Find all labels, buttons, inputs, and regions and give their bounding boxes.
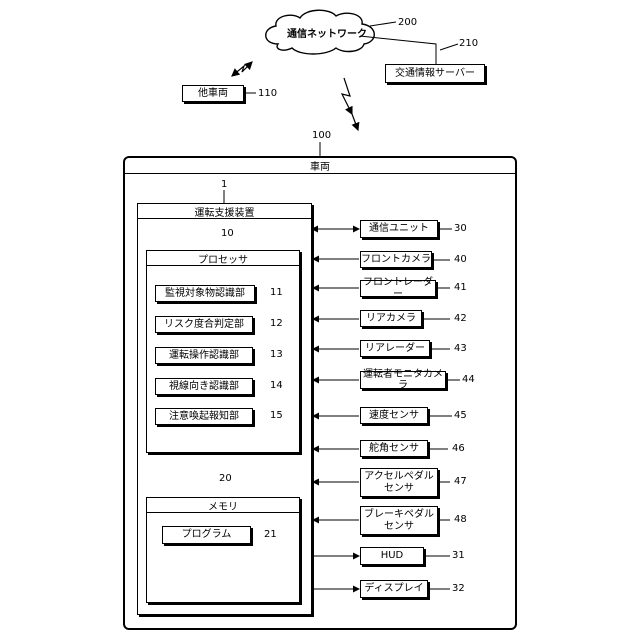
peripheral-43: リアレーダー	[360, 340, 430, 357]
processor-unit-label: リスク度合判定部	[164, 319, 244, 331]
processor-ref: 10	[221, 228, 234, 239]
processor-unit-ref: 11	[270, 287, 283, 298]
peripheral-47: アクセルペダル センサ	[360, 468, 438, 497]
processor-unit-15: 注意喚起報知部	[155, 408, 253, 425]
peripheral-label: ディスプレイ	[364, 583, 423, 595]
peripheral-ref: 46	[452, 443, 465, 454]
peripheral-ref: 31	[452, 550, 465, 561]
processor-unit-ref: 12	[270, 318, 283, 329]
peripheral-ref: 44	[462, 374, 475, 385]
peripheral-31: HUD	[360, 547, 424, 565]
peripheral-46: 舵角センサ	[360, 440, 428, 457]
processor-title-bar: プロセッサ	[147, 251, 299, 266]
traffic-server-label: 交通情報サーバー	[395, 68, 475, 80]
peripheral-label: 通信ユニット	[369, 223, 429, 235]
peripheral-ref: 42	[454, 313, 467, 324]
program-box: プログラム	[162, 526, 251, 544]
peripheral-label: 速度センサ	[369, 410, 419, 422]
peripheral-45: 速度センサ	[360, 407, 428, 424]
peripheral-44: 運転者モニタカメラ	[360, 371, 446, 389]
vehicle-ref: 100	[312, 130, 331, 141]
other-vehicle-label: 他車両	[198, 88, 228, 100]
wireless-link-vehicle	[342, 78, 358, 130]
peripheral-32: ディスプレイ	[360, 580, 428, 598]
peripheral-label: ブレーキペダル センサ	[364, 509, 434, 532]
peripheral-ref: 43	[454, 343, 467, 354]
peripheral-40: フロントカメラ	[360, 251, 432, 268]
processor-unit-ref: 14	[270, 380, 283, 391]
driving-support-title-bar: 運転支援装置	[138, 204, 311, 219]
processor-unit-label: 注意喚起報知部	[169, 411, 239, 423]
memory-box: メモリ	[146, 497, 300, 603]
peripheral-label: アクセルペダル センサ	[364, 471, 434, 494]
program-label: プログラム	[182, 529, 232, 541]
peripheral-ref: 30	[454, 223, 467, 234]
vehicle-title-bar: 車両	[125, 158, 515, 174]
peripheral-label: リアレーダー	[365, 343, 425, 355]
peripheral-label: フロントカメラ	[361, 254, 431, 266]
peripheral-ref: 47	[454, 476, 467, 487]
processor-unit-ref: 13	[270, 349, 283, 360]
peripheral-label: フロントレーダー	[361, 277, 435, 300]
peripheral-label: 運転者モニタカメラ	[361, 369, 445, 392]
driving-support-ref: 1	[221, 179, 227, 190]
traffic-server-box: 交通情報サーバー	[385, 64, 485, 83]
network-ref: 200	[398, 17, 417, 28]
peripheral-label: リアカメラ	[366, 313, 416, 325]
peripheral-ref: 32	[452, 583, 465, 594]
peripheral-label: 舵角センサ	[369, 443, 419, 455]
peripheral-ref: 41	[454, 282, 467, 293]
memory-ref: 20	[219, 473, 232, 484]
processor-label: プロセッサ	[198, 251, 248, 266]
processor-unit-label: 視線向き認識部	[169, 381, 239, 393]
traffic-server-ref: 210	[459, 38, 478, 49]
peripheral-48: ブレーキペダル センサ	[360, 506, 438, 535]
memory-title-bar: メモリ	[147, 498, 299, 513]
other-vehicle-ref: 110	[258, 88, 277, 99]
memory-label: メモリ	[208, 498, 238, 513]
peripheral-ref: 40	[454, 254, 467, 265]
processor-unit-14: 視線向き認識部	[155, 378, 253, 395]
other-vehicle-box: 他車両	[182, 85, 244, 102]
peripheral-41: フロントレーダー	[360, 280, 436, 297]
peripheral-42: リアカメラ	[360, 310, 422, 327]
processor-unit-12: リスク度合判定部	[155, 316, 253, 333]
vehicle-label: 車両	[310, 158, 330, 173]
peripheral-30: 通信ユニット	[360, 220, 438, 238]
peripheral-label: HUD	[381, 550, 404, 562]
processor-unit-label: 監視対象物認識部	[165, 288, 245, 300]
processor-unit-label: 運転操作認識部	[169, 350, 239, 362]
peripheral-ref: 48	[454, 514, 467, 525]
peripheral-ref: 45	[454, 410, 467, 421]
processor-unit-13: 運転操作認識部	[155, 347, 253, 364]
program-ref: 21	[264, 529, 277, 540]
processor-unit-ref: 15	[270, 410, 283, 421]
driving-support-label: 運転支援装置	[195, 204, 255, 219]
network-label: 通信ネットワーク	[287, 25, 367, 40]
wireless-link-other-vehicle	[232, 62, 252, 76]
processor-unit-11: 監視対象物認識部	[155, 285, 255, 302]
